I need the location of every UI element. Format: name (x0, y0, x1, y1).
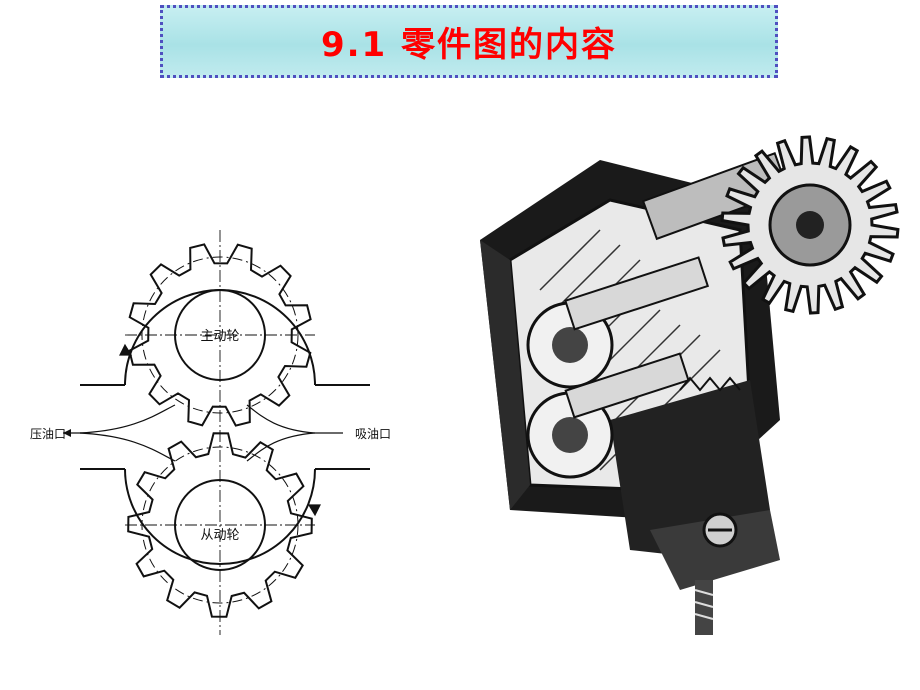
outlet-label: 压油口 (30, 427, 66, 441)
gear-pump-schematic: 主动轮 从动轮 压油口 吸油口 (30, 230, 391, 635)
driving-gear-label: 主动轮 (200, 329, 239, 344)
slide-title: 9.1 零件图的内容 (320, 25, 618, 65)
driven-gear (127, 432, 313, 618)
internal-driving-gear (526, 256, 710, 389)
spur-gear-bore (796, 211, 824, 239)
external-spur-gear (720, 135, 900, 315)
outlet-arrow (63, 429, 71, 437)
driving-gear (128, 243, 312, 427)
base-bracket (610, 380, 780, 635)
rotation-arrows (119, 343, 321, 517)
inlet-label: 吸油口 (355, 427, 391, 441)
gear-outline (127, 432, 313, 618)
driven-gear-label: 从动轮 (200, 528, 239, 543)
gear-outline (128, 243, 312, 427)
flow-curves (63, 404, 343, 462)
gear-pump-cutaway-illustration (480, 135, 900, 635)
internal-driven-gear (526, 352, 690, 479)
title-banner: 9.1 零件图的内容 (160, 5, 778, 78)
relief-spring (679, 376, 741, 392)
centre-lines (125, 230, 315, 635)
pipe-lines (80, 384, 370, 470)
